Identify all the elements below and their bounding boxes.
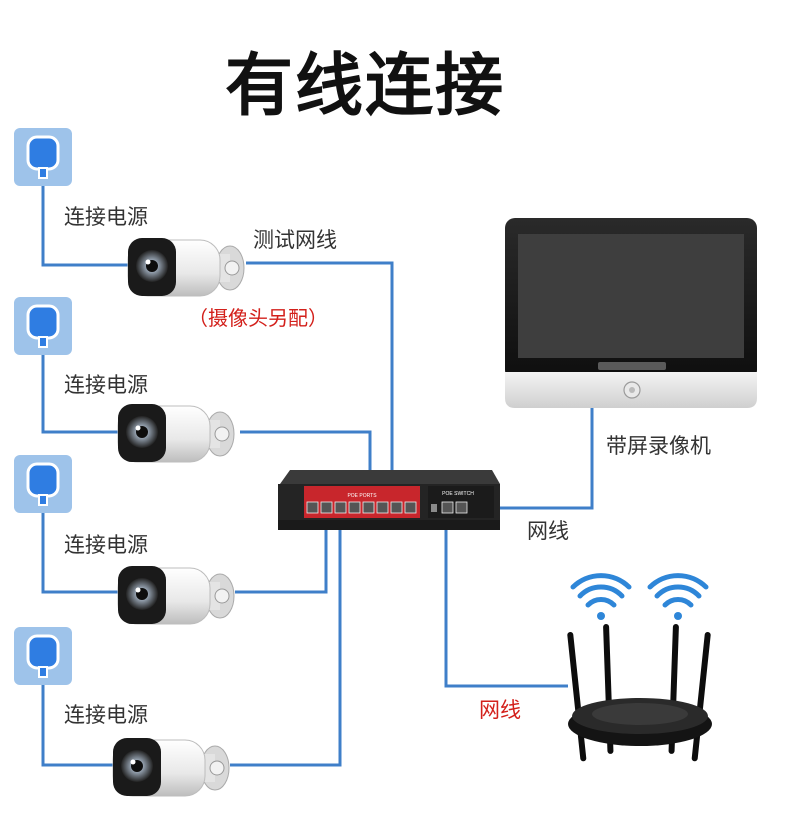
poe-port[interactable] — [404, 501, 417, 514]
router-cable-label: 网线 — [479, 698, 521, 722]
nvr-label: 带屏录像机 — [606, 434, 711, 458]
poe-port[interactable] — [334, 501, 347, 514]
camera-icon-4 — [112, 737, 230, 797]
power-cable-3 — [41, 512, 118, 594]
power-cable-1 — [41, 182, 128, 267]
wifi-signal-icon-2 — [647, 573, 709, 620]
nvr-monitor — [505, 218, 757, 408]
network-cable-camera-4 — [230, 515, 342, 767]
power-outlet-icon-4 — [12, 625, 74, 687]
router-antenna — [567, 631, 587, 762]
power-outlet-icon-2 — [12, 295, 74, 357]
power-cable-2 — [41, 353, 118, 434]
poe-port[interactable] — [390, 501, 403, 514]
poe-switch: POE PORTS POE SWITCH — [278, 470, 500, 530]
power-outlet-icon-3 — [12, 453, 74, 515]
network-cable-camera-1 — [246, 261, 394, 515]
page-title: 有线连接 — [224, 47, 505, 126]
uplink-port[interactable] — [455, 501, 468, 514]
cable-lines — [41, 182, 594, 767]
poe-port[interactable] — [320, 501, 333, 514]
poe-port[interactable] — [306, 501, 319, 514]
camera-icon-3 — [117, 565, 235, 625]
camera-icon-2 — [117, 403, 235, 463]
network-cable-router — [444, 515, 568, 688]
power-label-4: 连接电源 — [64, 703, 148, 727]
power-outlet-icon-1 — [12, 126, 74, 188]
power-label-1: 连接电源 — [64, 205, 148, 229]
network-cable-nvr — [462, 408, 594, 510]
poe-switch-label: POE SWITCH — [442, 491, 474, 497]
test-cable-label: 测试网线 — [253, 228, 337, 252]
power-cable-4 — [41, 683, 115, 767]
poe-ports-label: POE PORTS — [347, 493, 377, 499]
network-cable-camera-3 — [235, 515, 328, 594]
wifi-signal-icon-1 — [570, 573, 632, 620]
uplink-port[interactable] — [441, 501, 454, 514]
nvr-cable-label: 网线 — [527, 519, 569, 543]
poe-port[interactable] — [362, 501, 375, 514]
camera-note-label: （摄像头另配） — [188, 306, 328, 330]
camera-icon-1 — [127, 237, 245, 297]
poe-port[interactable] — [376, 501, 389, 514]
router-antenna — [691, 631, 711, 762]
poe-port[interactable] — [348, 501, 361, 514]
power-label-2: 连接电源 — [64, 373, 148, 397]
wifi-router — [567, 623, 712, 762]
power-label-3: 连接电源 — [64, 533, 148, 557]
